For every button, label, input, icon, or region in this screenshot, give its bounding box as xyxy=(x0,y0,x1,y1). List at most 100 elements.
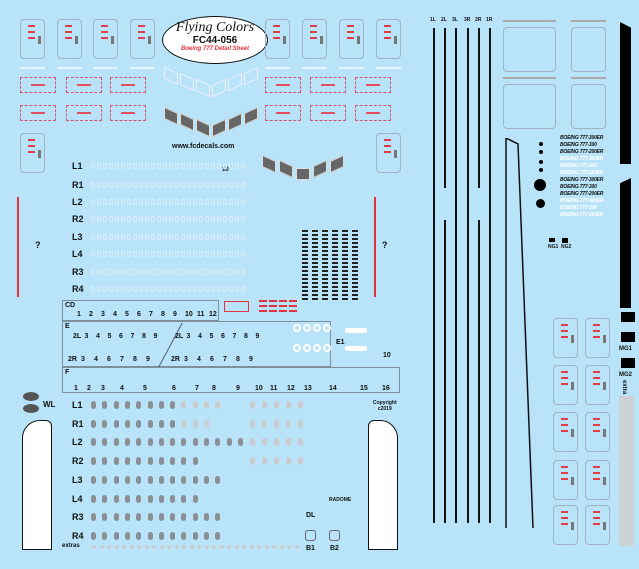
window-decal xyxy=(113,476,119,484)
swirl-decal xyxy=(303,344,311,352)
e1-strip xyxy=(345,346,367,351)
door-decal xyxy=(585,460,610,500)
extras-window xyxy=(242,545,246,549)
window-decal xyxy=(286,457,291,465)
window-outline xyxy=(97,182,101,188)
window-outline xyxy=(241,269,245,275)
section-e-number: 8 xyxy=(236,356,240,363)
window-outline xyxy=(91,182,95,188)
window-outline xyxy=(121,199,125,205)
window-outline xyxy=(235,216,239,222)
cabin-mark xyxy=(352,278,358,280)
extras-window xyxy=(234,545,239,549)
window-row-label: L4 xyxy=(72,494,83,504)
extras-window xyxy=(129,545,134,549)
mg2-label: MG2 xyxy=(619,372,633,378)
logo: Flying Colors FC44-056 Boeing 777 Detail… xyxy=(162,16,268,64)
window-outline xyxy=(145,216,149,222)
section-cd: CD xyxy=(62,300,219,321)
window-outline xyxy=(163,182,167,188)
window-outline xyxy=(97,269,101,275)
cabin-mark xyxy=(322,286,328,288)
window-outline xyxy=(103,199,107,205)
window-outline xyxy=(175,199,179,205)
door-handle xyxy=(394,150,397,158)
window-decal xyxy=(136,438,142,446)
window-outline xyxy=(223,234,227,240)
window-decal xyxy=(181,401,187,409)
section-f-number: 15 xyxy=(360,385,368,392)
window-decal xyxy=(204,420,209,428)
extras-window xyxy=(152,545,156,549)
cabin-mark xyxy=(332,278,338,280)
door-sill xyxy=(265,67,290,69)
window-decal xyxy=(124,457,130,465)
placard-bracket xyxy=(265,77,301,93)
cockpit-window-dark xyxy=(330,154,344,174)
window-outline xyxy=(139,199,143,205)
door-marking xyxy=(561,466,568,468)
boeing-title: BOEING 777-300ER xyxy=(560,135,604,141)
section-e-number: 7 xyxy=(232,333,237,340)
red-placard xyxy=(279,305,287,307)
cabin-mark xyxy=(342,250,348,252)
window-outline xyxy=(127,269,131,275)
window-outline xyxy=(175,182,179,188)
section-cd-number: 4 xyxy=(113,311,117,318)
window-decal xyxy=(262,401,267,409)
door-marking xyxy=(593,324,600,326)
section-f-number: 16 xyxy=(382,385,390,392)
window-decal xyxy=(204,513,209,521)
boeing-title: BOEING 777-200ER xyxy=(560,149,604,155)
window-outline xyxy=(121,216,125,222)
section-f-number: 14 xyxy=(329,385,337,392)
door-marking xyxy=(593,517,600,519)
window-decal xyxy=(181,495,187,503)
section-e-number: 4 xyxy=(94,356,98,363)
door-decal xyxy=(553,505,578,545)
cabin-mark xyxy=(302,262,308,264)
window-outline xyxy=(151,163,155,169)
extras-window xyxy=(264,545,269,549)
door-marking xyxy=(310,25,317,27)
window-outline xyxy=(121,286,125,292)
window-decal xyxy=(91,513,96,521)
window-outline xyxy=(115,163,119,169)
window-decal xyxy=(136,532,142,540)
window-outline xyxy=(127,216,131,222)
window-decal xyxy=(147,513,153,521)
tail-outline-shape xyxy=(505,136,534,529)
cabin-mark xyxy=(352,282,358,284)
door-marking xyxy=(28,37,35,39)
window-outline xyxy=(169,234,173,240)
placard-text xyxy=(77,112,91,114)
e1-strip xyxy=(345,328,367,333)
cabin-mark xyxy=(312,266,318,268)
e1-ten-label: 10 xyxy=(383,352,391,359)
section-f-number: 3 xyxy=(101,385,105,392)
placard-bracket xyxy=(310,77,346,93)
window-outline xyxy=(133,251,137,257)
cabin-mark xyxy=(322,282,328,284)
window-decal xyxy=(250,420,255,428)
section-f-number: 13 xyxy=(304,385,312,392)
section-f-number: 5 xyxy=(143,385,147,392)
extras-window xyxy=(107,545,111,549)
cabin-mark xyxy=(302,274,308,276)
window-outline xyxy=(181,216,185,222)
section-e-number: 4 xyxy=(198,333,202,340)
window-decal xyxy=(113,532,119,540)
window-row-label: R1 xyxy=(72,419,84,429)
cabin-mark xyxy=(312,238,318,240)
window-outline xyxy=(97,234,101,240)
extras-window xyxy=(257,545,261,549)
window-outline xyxy=(205,199,209,205)
window-decal xyxy=(274,420,279,428)
window-decal xyxy=(91,438,96,446)
boeing-title: BOEING 777-200ER xyxy=(560,191,604,197)
logo-brand: Flying Colors xyxy=(175,20,255,35)
window-outline xyxy=(181,199,185,205)
door-marking xyxy=(561,336,568,338)
window-decal xyxy=(170,457,176,465)
window-outline xyxy=(91,163,95,169)
